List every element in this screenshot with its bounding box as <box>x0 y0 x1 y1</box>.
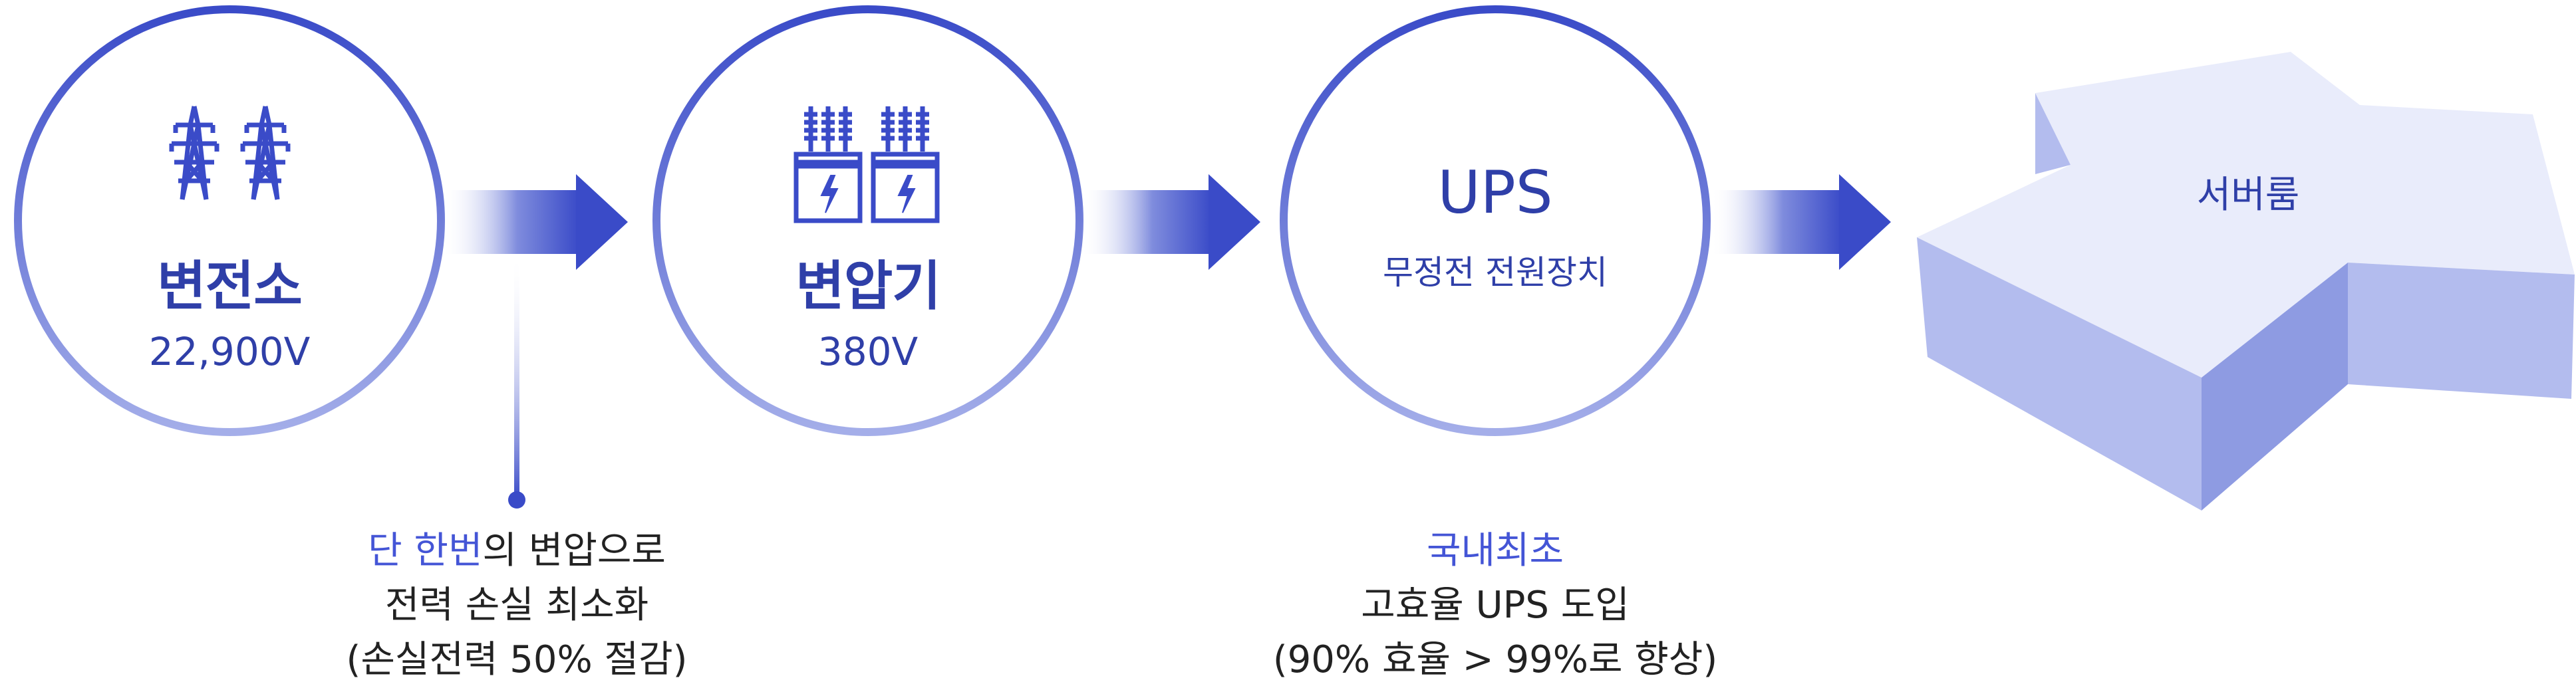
substation-circle <box>14 5 445 436</box>
transformer-note-line2: 전력 손실 최소화 <box>384 584 649 627</box>
ups-circle <box>1280 5 1711 436</box>
transmission-tower-icon <box>169 106 291 200</box>
transformer-note-line3: (손실전력 50% 절감) <box>346 638 688 681</box>
substation-title: 변전소 <box>157 255 303 317</box>
arrow-substation-to-transformer <box>442 174 628 270</box>
transformer-voltage: 380V <box>817 329 919 374</box>
server-room-block <box>1917 52 2575 511</box>
transformer-note-line1: 단 한번의 변압으로 <box>347 524 688 578</box>
transformer-note-highlight: 단 한번 <box>368 529 483 572</box>
transformer-circle <box>652 5 1083 436</box>
ups-subtitle: 무정전 전원장치 <box>1383 253 1608 292</box>
ups-note-line2: 고효율 UPS 도입 <box>1361 584 1630 627</box>
transformer-note: 단 한번의 변압으로 전력 손실 최소화 (손실전력 50% 절감) <box>347 524 688 687</box>
ups-title: UPS <box>1437 158 1553 227</box>
ups-note-highlight: 국내최초 <box>1426 529 1564 572</box>
transformer-icon <box>793 106 940 223</box>
transformer-note-line1-rest: 의 변압으로 <box>482 529 666 572</box>
transformer-title: 변압기 <box>795 255 941 317</box>
ups-note: 국내최초 고효율 UPS 도입 (90% 효율 > 99%로 향상) <box>1273 524 1717 687</box>
note-connector <box>508 254 525 509</box>
arrow-ups-to-server-room <box>1711 174 1891 270</box>
ups-note-line3: (90% 효율 > 99%로 향상) <box>1272 638 1718 681</box>
server-room-label: 서버룸 <box>2196 173 2300 217</box>
substation-voltage: 22,900V <box>148 329 311 374</box>
arrow-transformer-to-ups <box>1081 174 1260 270</box>
